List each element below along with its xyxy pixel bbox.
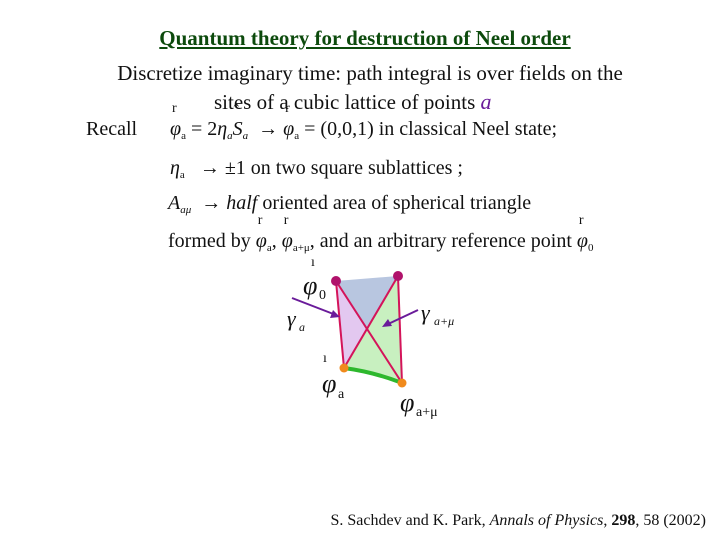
recall-line-3: Aaμ → half oriented area of spherical tr…: [168, 192, 532, 216]
arrow-symbol: →: [199, 157, 220, 179]
gauge-field-symbol: A: [168, 192, 181, 214]
gamma-amu-arrowhead: [382, 319, 392, 327]
classical-neel-text: = (0,0,1) in classical Neel state;: [304, 118, 558, 140]
oriented-area-text: oriented area of spherical triangle: [262, 192, 532, 214]
journal-volume: 298: [611, 512, 636, 529]
region-violet: [336, 281, 366, 368]
svg-text:ı: ı: [311, 255, 315, 270]
half-emphasis: half: [226, 192, 258, 214]
spin-operator: S: [233, 102, 243, 141]
subtitle-line-2-text: sites of a cubic lattice of points: [214, 90, 476, 114]
gamma-a-arrowhead: [330, 310, 340, 318]
region-blue: [336, 276, 398, 330]
edge-ref-phia: [343, 275, 399, 369]
phi-a-vector: φ: [256, 213, 267, 253]
svg-text:a+μ: a+μ: [434, 314, 454, 328]
recall-label: Recall: [86, 118, 138, 140]
edge-phi0-phia: [335, 280, 345, 369]
arrow-symbol: →: [201, 192, 222, 214]
eta-symbol: η: [217, 118, 228, 140]
label-phia: φ: [322, 369, 336, 398]
phi-amu-vector: φ: [282, 213, 293, 253]
slide-title: Quantum theory for destruction of Neel o…: [159, 26, 571, 50]
svg-text:0: 0: [319, 288, 326, 303]
gamma-a-arrow: [291, 297, 337, 316]
citation: S. Sachdev and K. Park, Annals of Physic…: [330, 512, 706, 529]
gamma-amu-arrow: [385, 309, 419, 326]
geodesic-arc-green: [343, 366, 403, 385]
label-gamma-a: γ: [287, 306, 297, 331]
svg-text:a+μ: a+μ: [416, 405, 438, 420]
point-reference: [393, 271, 403, 281]
eta-symbol: η: [170, 157, 180, 179]
svg-text:a: a: [299, 320, 305, 334]
recall-line-1: φa = 2ηaSa → φa = (0,0,1) in classical N…: [170, 101, 558, 142]
point-phiamu: [397, 378, 407, 388]
label-phiamu: φ: [400, 388, 414, 417]
recall-line-2: ηa → ±1 on two square sublattices ;: [170, 157, 463, 181]
lattice-point-variable: a: [480, 89, 492, 114]
subtitle-line-1: Discretize imaginary time: path integral…: [117, 61, 623, 85]
svg-text:a: a: [338, 387, 345, 402]
phi-0-vector: φ: [577, 213, 588, 253]
point-phia: [339, 363, 349, 373]
svg-text:ı: ı: [323, 351, 327, 366]
phi-a-vector: φ: [170, 101, 181, 141]
arrow-symbol: →: [258, 118, 279, 140]
journal-name: Annals of Physics: [489, 512, 604, 529]
subtitle-line-2: sites of a cubic lattice of points a: [214, 89, 492, 115]
label-gamma-amu: γ: [421, 300, 431, 325]
label-phi0: φ: [303, 271, 317, 300]
phi-a-vector: φ: [283, 101, 294, 141]
sublattice-text: ±1 on two square sublattices ;: [224, 157, 463, 179]
point-phi0: [331, 276, 341, 286]
recall-line-4: formed by φa, φa+μ, and an arbitrary ref…: [168, 213, 593, 254]
edge-ref-phiamu: [397, 275, 403, 384]
edge-phi0-phiamu: [335, 280, 403, 384]
region-green: [344, 276, 402, 383]
